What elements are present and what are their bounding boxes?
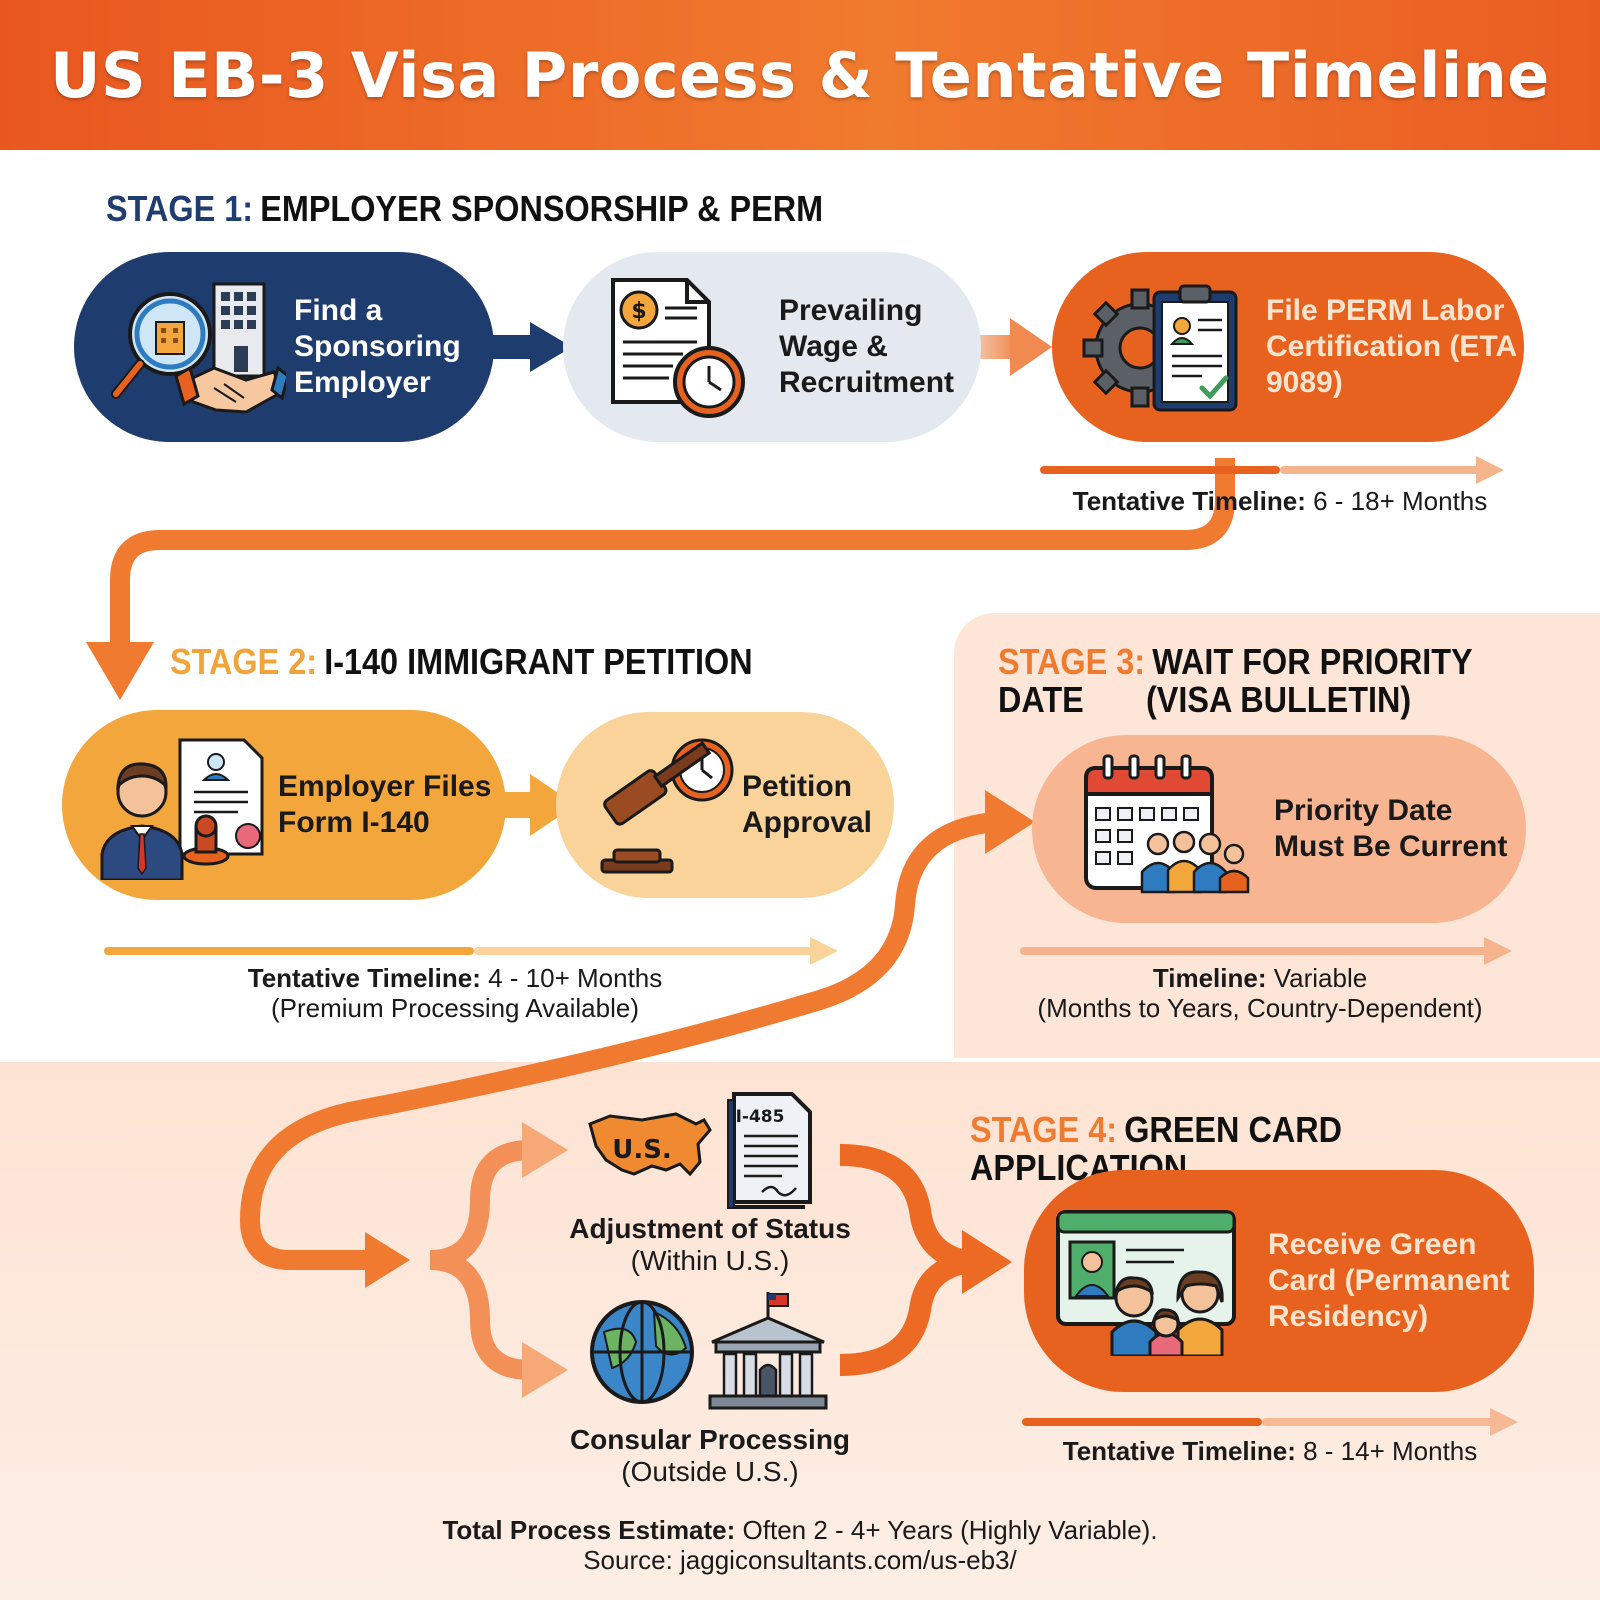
stage4-timeline-value: 8 - 14+ Months — [1303, 1436, 1478, 1466]
stage2-timeline-label: Tentative Timeline: — [247, 963, 481, 993]
stage3-title-line2: (VISA BULLETIN) — [1146, 681, 1411, 719]
route-consular-title: Consular Processing — [569, 1424, 851, 1455]
step-find-employer-label: Find a Sponsoring Employer — [294, 294, 461, 399]
stage4-timeline-bar — [1022, 1418, 1262, 1426]
stage3-timeline-label: Timeline: — [1152, 963, 1267, 993]
stage1-to-stage2-connector — [110, 458, 1235, 650]
stage4-timeline-label: Tentative Timeline: — [1062, 1436, 1296, 1466]
green-card-icon — [1056, 1210, 1236, 1356]
i485-form-icon: I-485 — [727, 1092, 812, 1209]
route-adjustment-subtitle: (Within U.S.) — [630, 1245, 790, 1276]
step-file-perm: File PERM Labor Certification (ETA 9089) — [1052, 252, 1524, 442]
stage2-timeline-bar-tail — [474, 947, 814, 955]
stage3-heading-line1: WAIT FOR PRIORITY DATE — [998, 641, 1473, 720]
stage3-timeline-bar — [1020, 947, 1490, 955]
handshake-icon — [174, 365, 286, 414]
stage1-number: STAGE 1: — [106, 188, 254, 229]
stage4-timeline-arrowhead — [1490, 1408, 1518, 1436]
stage1-timeline-bar — [1040, 466, 1280, 474]
stage1-timeline-label: Tentative Timeline: — [1072, 486, 1306, 516]
stage4-number: STAGE 4: — [970, 1109, 1118, 1150]
globe-icon — [590, 1292, 828, 1410]
stage1-timeline-bar-tail — [1280, 466, 1480, 474]
clipboard-check-icon — [1152, 284, 1238, 412]
title-banner: US EB-3 Visa Process & Tentative Timelin… — [0, 0, 1600, 150]
document-stamp-icon — [178, 738, 264, 866]
step-receive-green-card-label: Receive Green Card (Permanent Residency) — [1268, 1228, 1510, 1333]
stage1-timeline-arrowhead — [1476, 456, 1504, 484]
stage1-heading: EMPLOYER SPONSORSHIP & PERM — [260, 188, 824, 229]
step-priority-date-label: Priority Date Must Be Current — [1274, 794, 1508, 863]
step-petition-approval-label: Petition Approval — [742, 770, 873, 839]
stage3-timeline-value: Variable — [1273, 963, 1368, 993]
merge-arrow-up — [839, 1144, 973, 1273]
family-icon — [1110, 1270, 1224, 1356]
step-prevailing-wage: $ Prevailing Wage & Recruitment — [563, 252, 981, 442]
svg-text:$: $ — [631, 299, 646, 324]
people-group-icon — [1140, 830, 1250, 894]
magnifier-building-icon — [111, 282, 286, 414]
split-arrow-down — [429, 1250, 531, 1380]
clock-icon — [673, 346, 745, 418]
stage2-timeline-note: (Premium Processing Available) — [271, 993, 639, 1023]
step-priority-date: Priority Date Must Be Current — [1032, 735, 1526, 923]
us-map-icon: U.S. I-485 — [588, 1092, 812, 1209]
gavel-icon — [600, 738, 734, 874]
stage3-number: STAGE 3: — [998, 641, 1146, 682]
route-consular-processing: Consular Processing (Outside U.S.) — [540, 1424, 880, 1488]
calendar-icon — [1084, 754, 1250, 894]
us-map-label: U.S. — [612, 1135, 672, 1165]
stage2-heading: I-140 IMMIGRANT PETITION — [324, 641, 753, 682]
embassy-icon — [708, 1292, 828, 1410]
step-file-perm-label: File PERM Labor Certification (ETA 9089) — [1266, 294, 1517, 399]
step-prevailing-wage-label: Prevailing Wage & Recruitment — [779, 294, 955, 399]
stage1-timeline-value: 6 - 18+ Months — [1313, 486, 1488, 516]
page-title: US EB-3 Visa Process & Tentative Timelin… — [50, 38, 1550, 112]
step-find-employer: Find a Sponsoring Employer — [74, 252, 494, 442]
stage4-timeline: Tentative Timeline: 8 - 14+ Months — [1000, 1436, 1540, 1466]
route-adjustment-title: Adjustment of Status — [569, 1213, 851, 1244]
stage1-title: STAGE 1:EMPLOYER SPONSORSHIP & PERM — [106, 190, 823, 228]
footer: Total Process Estimate: Often 2 - 4+ Yea… — [300, 1515, 1300, 1575]
stage2-to-stage3-connector — [240, 812, 997, 1221]
gear-icon — [1082, 284, 1238, 412]
stage1-timeline: Tentative Timeline: 6 - 18+ Months — [1000, 486, 1560, 516]
stage2-timeline-bar — [104, 947, 474, 955]
stage2-timeline-value: 4 - 10+ Months — [488, 963, 663, 993]
stage2-timeline-arrowhead — [810, 937, 838, 965]
route-consular-subtitle: (Outside U.S.) — [621, 1456, 799, 1487]
stage2-timeline: Tentative Timeline: 4 - 10+ Months (Prem… — [170, 963, 740, 1023]
stage3-timeline: Timeline: Variable (Months to Years, Cou… — [990, 963, 1530, 1023]
stage3-to-stage4-connector — [240, 1219, 370, 1270]
footer-source: Source: jaggiconsultants.com/us-eb3/ — [583, 1545, 1017, 1575]
wage-document-icon: $ — [611, 278, 745, 418]
stage3-heading-line2: (VISA BULLETIN) — [1146, 679, 1412, 720]
flow-arrow-2 — [975, 335, 1015, 359]
stage3-title: STAGE 3:WAIT FOR PRIORITY DATE — [998, 643, 1540, 719]
route-adjustment-of-status: Adjustment of Status (Within U.S.) — [540, 1213, 880, 1277]
i485-label: I-485 — [736, 1107, 785, 1127]
split-arrow-up — [429, 1140, 531, 1270]
stage3-timeline-arrowhead — [1484, 937, 1512, 965]
stage3-timeline-note: (Months to Years, Country-Dependent) — [1037, 993, 1483, 1023]
step-file-i140: Employer Files Form I-140 — [62, 710, 506, 900]
stage2-number: STAGE 2: — [170, 641, 318, 682]
businessman-icon — [100, 738, 264, 880]
stage4-timeline-bar-tail — [1262, 1418, 1496, 1426]
footer-estimate-value: Often 2 - 4+ Years (Highly Variable). — [742, 1515, 1158, 1545]
merge-arrow-down — [839, 1251, 972, 1376]
step-petition-approval: Petition Approval — [556, 712, 894, 898]
stage2-title: STAGE 2:I-140 IMMIGRANT PETITION — [170, 643, 753, 681]
footer-estimate-label: Total Process Estimate: — [442, 1515, 736, 1545]
step-file-i140-label: Employer Files Form I-140 — [278, 770, 492, 839]
step-receive-green-card: Receive Green Card (Permanent Residency) — [1024, 1170, 1534, 1392]
